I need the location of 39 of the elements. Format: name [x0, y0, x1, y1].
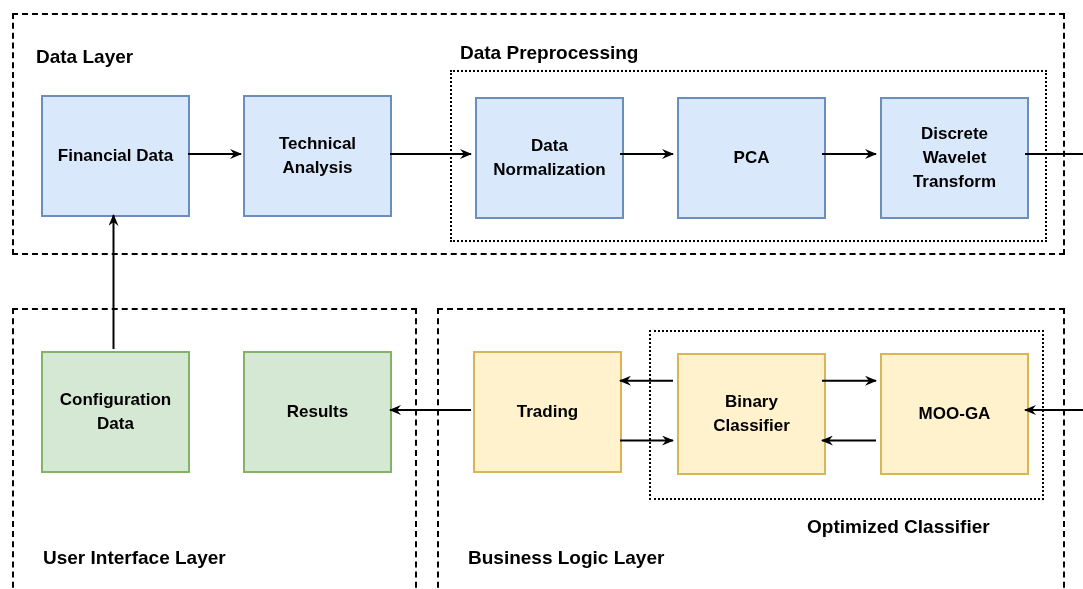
- layer-frame: [12, 308, 417, 589]
- box-label: Technical Analysis: [277, 133, 358, 179]
- box-label: Results: [285, 401, 350, 424]
- process-box: [473, 351, 622, 473]
- arrow: [108, 214, 119, 350]
- box-label: Binary Classifier: [712, 391, 791, 437]
- arrow: [389, 405, 472, 415]
- layer-frame: [437, 308, 1065, 589]
- process-box: [41, 95, 190, 217]
- box-label: Data Normalization: [492, 135, 607, 181]
- group-title: Optimized Classifier: [807, 515, 990, 539]
- process-box: [677, 353, 826, 475]
- arrow: [1024, 405, 1083, 415]
- arrow: [187, 149, 242, 159]
- process-box: [475, 97, 624, 219]
- box-label: Discrete Wavelet Transform: [911, 123, 998, 193]
- arrow: [619, 435, 674, 446]
- arrow: [821, 375, 877, 386]
- group-title: Business Logic Layer: [468, 546, 665, 570]
- box-label: Financial Data: [56, 145, 175, 168]
- arrow: [389, 149, 472, 159]
- arrow: [619, 375, 674, 386]
- layer-frame: [12, 13, 1065, 255]
- group-title: User Interface Layer: [43, 546, 226, 570]
- arrow: [821, 149, 877, 159]
- process-box: [243, 351, 392, 473]
- group-title: Data Preprocessing: [460, 41, 639, 65]
- process-box: [880, 97, 1029, 219]
- box-label: MOO-GA: [917, 403, 992, 426]
- process-box: [41, 351, 190, 473]
- process-box: [880, 353, 1029, 475]
- arrow: [619, 149, 674, 159]
- box-label: PCA: [732, 147, 771, 170]
- process-box: [677, 97, 826, 219]
- process-box: [243, 95, 392, 217]
- box-label: Configuration Data: [58, 389, 173, 435]
- box-label: Trading: [515, 401, 580, 424]
- arrow: [821, 435, 877, 446]
- group-title: Data Layer: [36, 45, 134, 69]
